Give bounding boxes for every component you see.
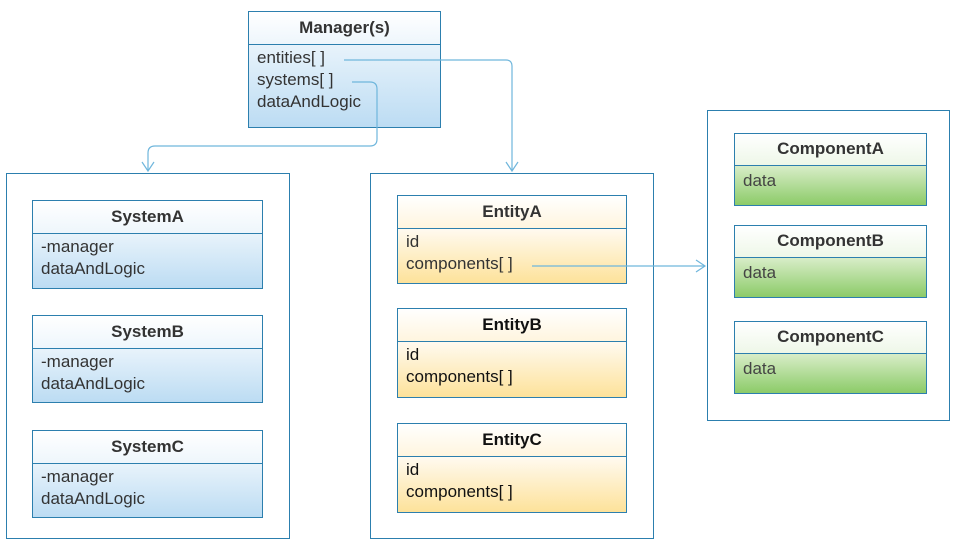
system-b-attributes: -manager dataAndLogic [33,349,262,402]
component-a-class: ComponentA data [734,133,927,206]
entity-c-attributes: id components[ ] [398,457,626,512]
component-c-title: ComponentC [735,322,926,354]
system-a-field-data-and-logic: dataAndLogic [41,259,145,278]
manager-field-systems: systems[ ] [257,70,334,89]
manager-field-data-and-logic: dataAndLogic [257,92,361,111]
system-a-field-manager: -manager [41,237,114,256]
system-b-class: SystemB -manager dataAndLogic [32,315,263,403]
entity-c-class: EntityC id components[ ] [397,423,627,513]
entity-b-field-components: components[ ] [406,367,513,386]
arrowhead-entities [505,161,519,173]
component-b-class: ComponentB data [734,225,927,298]
component-a-title: ComponentA [735,134,926,166]
component-a-attributes: data [735,166,926,205]
entity-b-field-id: id [406,345,420,364]
entity-c-field-id: id [406,460,420,479]
system-b-field-data-and-logic: dataAndLogic [41,374,145,393]
component-c-class: ComponentC data [734,321,927,394]
component-b-field-data: data [743,263,777,282]
entity-c-title: EntityC [398,424,626,457]
system-b-title: SystemB [33,316,262,349]
component-c-field-data: data [743,359,777,378]
system-c-field-manager: -manager [41,467,114,486]
system-a-attributes: -manager dataAndLogic [33,234,262,288]
component-b-title: ComponentB [735,226,926,258]
system-c-attributes: -manager dataAndLogic [33,464,262,517]
arrowhead-components [695,259,707,273]
entity-b-attributes: id components[ ] [398,342,626,397]
system-c-title: SystemC [33,431,262,464]
system-a-class: SystemA -manager dataAndLogic [32,200,263,289]
system-c-field-data-and-logic: dataAndLogic [41,489,145,508]
manager-attributes: entities[ ] systems[ ] dataAndLogic [249,45,440,127]
component-b-attributes: data [735,258,926,297]
entity-a-field-id: id [406,232,420,251]
entity-c-field-components: components[ ] [406,482,513,501]
system-b-field-manager: -manager [41,352,114,371]
entity-a-attributes: id components[ ] [398,229,626,283]
entity-a-class: EntityA id components[ ] [397,195,627,284]
manager-field-entities: entities[ ] [257,48,326,67]
arrowhead-systems [141,161,155,173]
manager-class: Manager(s) entities[ ] systems[ ] dataAn… [248,11,441,128]
entity-b-class: EntityB id components[ ] [397,308,627,398]
entity-b-title: EntityB [398,309,626,342]
system-c-class: SystemC -manager dataAndLogic [32,430,263,518]
component-c-attributes: data [735,354,926,393]
entity-a-title: EntityA [398,196,626,229]
manager-title: Manager(s) [249,12,440,45]
entity-a-field-components: components[ ] [406,254,513,273]
system-a-title: SystemA [33,201,262,234]
component-a-field-data: data [743,171,777,190]
